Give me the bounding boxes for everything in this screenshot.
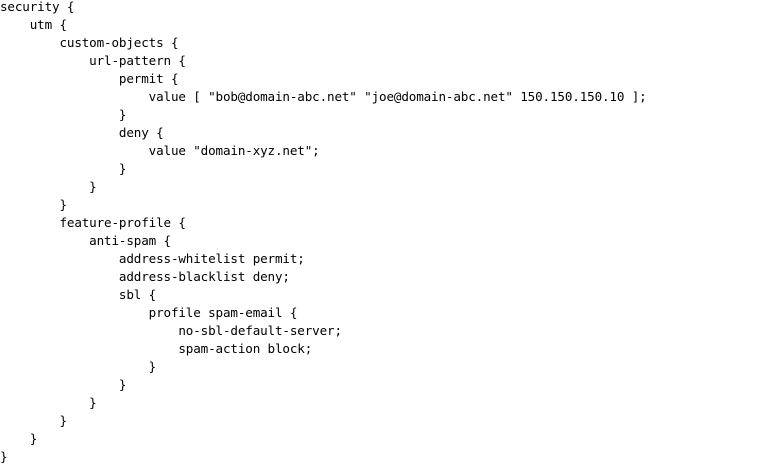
config-line: } (0, 413, 67, 428)
config-line: address-whitelist permit; (0, 251, 305, 266)
config-line: permit { (0, 71, 179, 86)
config-line: } (0, 395, 97, 410)
config-line: deny { (0, 125, 164, 140)
config-line: feature-profile { (0, 215, 186, 230)
config-line: } (0, 431, 38, 446)
config-line: value [ "bob@domain-abc.net" "joe@domain… (0, 89, 647, 104)
config-line: } (0, 161, 127, 176)
config-line: utm { (0, 17, 67, 32)
config-line: } (0, 359, 157, 374)
config-line: sbl { (0, 287, 157, 302)
config-line: spam-action block; (0, 341, 313, 356)
config-line: } (0, 449, 8, 464)
config-line: no-sbl-default-server; (0, 323, 342, 338)
config-line: anti-spam { (0, 233, 171, 248)
config-line: custom-objects { (0, 35, 179, 50)
config-code-block: security { utm { custom-objects { url-pa… (0, 0, 647, 464)
config-line: address-blacklist deny; (0, 269, 290, 284)
config-line: value "domain-xyz.net"; (0, 143, 320, 158)
config-line: } (0, 179, 97, 194)
config-line: url-pattern { (0, 53, 186, 68)
config-line: } (0, 197, 67, 212)
config-line: security { (0, 0, 75, 14)
config-line: profile spam-email { (0, 305, 298, 320)
config-line: } (0, 107, 127, 122)
config-line: } (0, 377, 127, 392)
